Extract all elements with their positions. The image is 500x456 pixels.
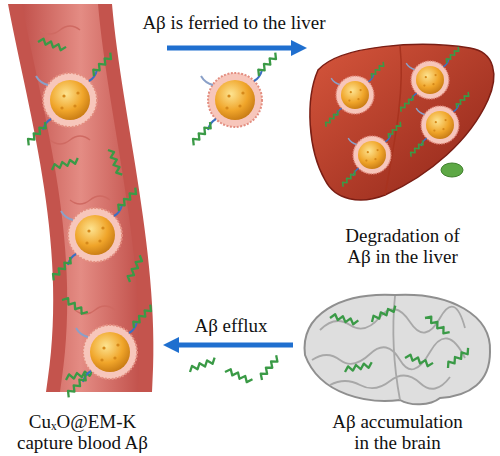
arrow-label: Aβ is ferried to the liver <box>142 13 325 34</box>
stage-caption: Degradation of Aβ in the liver <box>320 226 485 268</box>
nanoparticle <box>50 188 139 281</box>
stage-node: Degradation of Aβ in the liver <box>305 40 500 270</box>
amyloid-strand <box>51 158 79 170</box>
stage-node: Aβ accumulation in the brain <box>295 290 500 456</box>
amyloid-strand <box>126 255 144 282</box>
amyloid-strand <box>405 353 433 367</box>
amyloid-strand <box>38 37 66 51</box>
amyloid-strand <box>445 348 471 368</box>
brain-gyri <box>312 296 465 400</box>
gallbladder <box>441 163 463 177</box>
amyloid-strand <box>370 306 397 322</box>
nanoparticle <box>341 122 403 187</box>
liver-lobe-line <box>385 46 401 195</box>
stage-caption: Aβ accumulation in the brain <box>323 412 473 454</box>
arrow-label: Aβ efflux <box>194 316 267 337</box>
amyloid-strand <box>425 314 450 336</box>
nanoparticle <box>399 47 461 112</box>
flow-arrow <box>167 46 301 51</box>
nanoparticle <box>65 305 154 398</box>
brain <box>305 295 490 405</box>
amyloid-strand <box>330 313 358 325</box>
stage-caption: CuₓO@EM-K capture blood Aβ <box>10 412 155 454</box>
amyloid-strand <box>225 367 252 383</box>
amyloid-strand <box>344 362 372 372</box>
flow-arrow <box>169 343 293 348</box>
liver <box>310 44 494 200</box>
amyloid-strand <box>258 355 280 380</box>
nanoparticle <box>190 53 279 146</box>
nanoparticle <box>409 92 471 157</box>
amyloid-strand <box>108 148 122 176</box>
amyloid-strand <box>188 358 216 372</box>
nanoparticle <box>25 53 114 146</box>
vessel-texture <box>40 26 115 314</box>
nanoparticle <box>324 62 386 127</box>
amyloid-strand <box>62 296 88 316</box>
stage-node: CuₓO@EM-K capture blood Aβ <box>0 0 165 456</box>
